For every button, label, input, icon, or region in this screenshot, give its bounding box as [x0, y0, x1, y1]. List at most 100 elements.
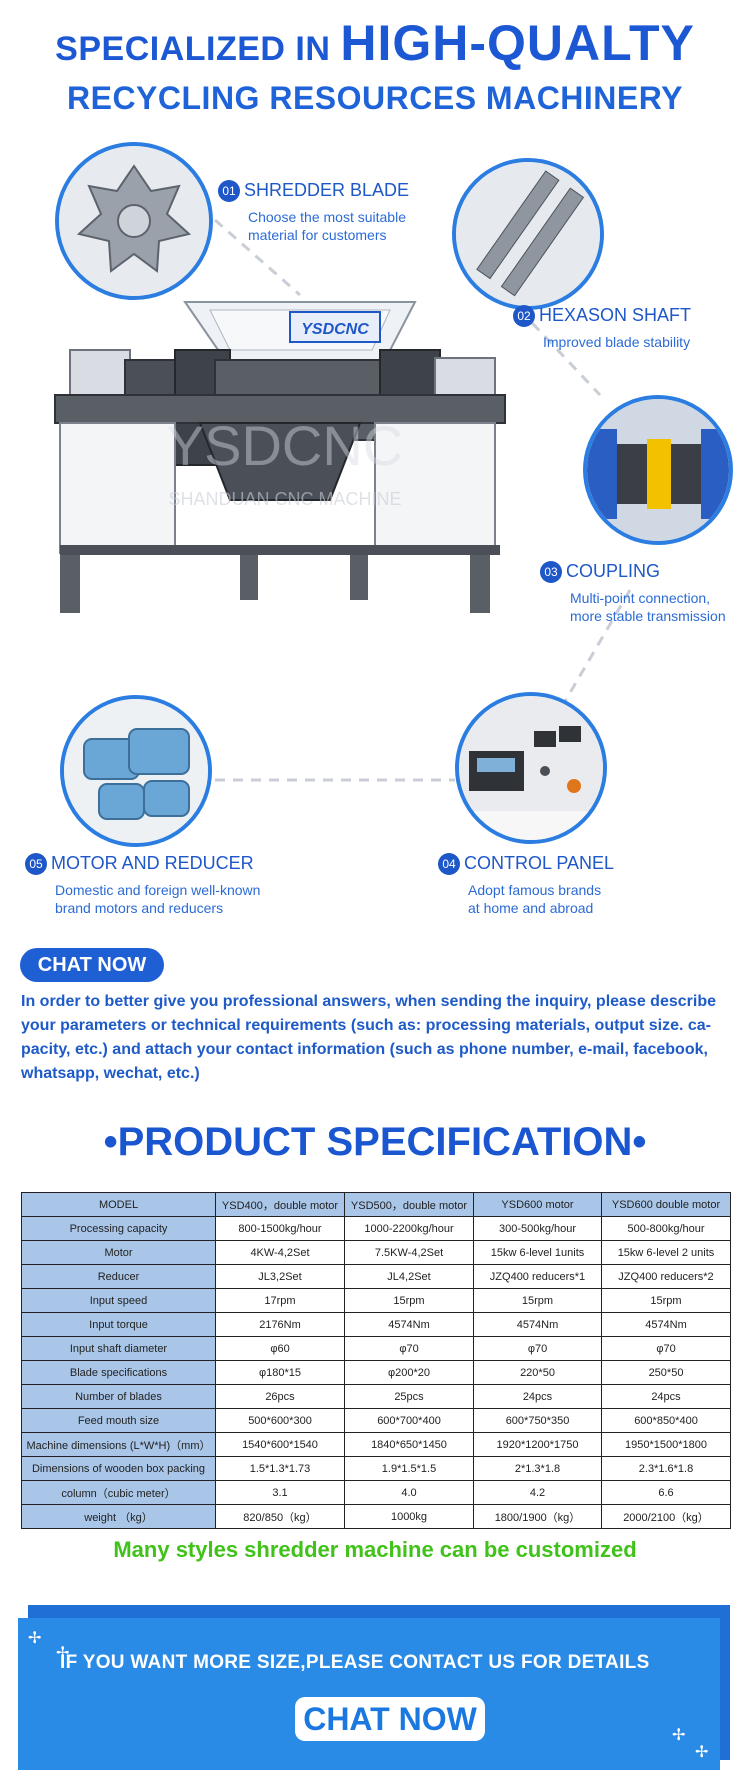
- connector-lines: [214, 218, 632, 782]
- feature-desc-line: Choose the most suitable: [248, 209, 406, 226]
- feature-title: SHREDDER BLADE: [244, 180, 410, 200]
- table-row-label: Reducer: [21, 1264, 216, 1289]
- table-cell: φ180*15: [215, 1360, 345, 1385]
- sparkle-icon: ✢: [28, 1630, 42, 1647]
- feature-desc-line: brand motors and reducers: [55, 900, 224, 917]
- table-cell: 15rpm: [344, 1288, 474, 1313]
- table-cell: 1840*650*1450: [344, 1432, 474, 1457]
- table-cell: 600*850*400: [601, 1408, 731, 1433]
- table-cell: 1.9*1.5*1.5: [344, 1456, 474, 1481]
- table-cell: φ70: [601, 1336, 731, 1361]
- table-cell: φ200*20: [344, 1360, 474, 1385]
- watermark-logo: YSDCNC: [167, 414, 403, 477]
- headline-emphasis: HIGH-QUALTY: [340, 15, 695, 71]
- table-cell: JL4,2Set: [344, 1264, 474, 1289]
- table-row-label: Input speed: [21, 1288, 216, 1313]
- table-cell: 25pcs: [344, 1384, 474, 1409]
- table-cell: 2.3*1.6*1.8: [601, 1456, 731, 1481]
- table-row-label: Feed mouth size: [21, 1408, 216, 1433]
- table-cell: 2000/2100（kg）: [601, 1504, 731, 1529]
- chat-now-button-banner[interactable]: CHAT NOW: [295, 1697, 485, 1741]
- table-row-label: Processing capacity: [21, 1216, 216, 1241]
- table-row-label: Machine dimensions (L*W*H)（mm）: [21, 1432, 216, 1457]
- feature-desc-line: at home and abroad: [468, 900, 594, 917]
- feature-desc-line: Adopt famous brands: [468, 882, 602, 899]
- feature-number: 02: [513, 305, 535, 328]
- custom-note: Many styles shredder machine can be cust…: [113, 1537, 637, 1562]
- table-header-cell: YSD600 motor: [473, 1192, 602, 1217]
- table-cell: JZQ400 reducers*2: [601, 1264, 731, 1289]
- table-header-cell: MODEL: [21, 1192, 216, 1217]
- feature-title: MOTOR AND REDUCER: [51, 853, 254, 873]
- table-cell: 4.2: [473, 1480, 602, 1505]
- feature-desc: Improved blade stability: [543, 333, 691, 351]
- table-cell: 7.5KW-4,2Set: [344, 1240, 474, 1265]
- table-cell: 24pcs: [473, 1384, 602, 1409]
- table-cell: 4574Nm: [601, 1312, 731, 1337]
- table-cell: 600*700*400: [344, 1408, 474, 1433]
- table-cell: 1000-2200kg/hour: [344, 1216, 474, 1241]
- table-cell: 15rpm: [601, 1288, 731, 1313]
- table-row: Machine dimensions (L*W*H)（mm）1540*600*1…: [21, 1432, 731, 1457]
- banner-text: IF YOU WANT MORE SIZE,PLEASE CONTACT US …: [60, 1652, 650, 1673]
- shredder-machine-image: YSDCNC YSDCNC SHANDUAN CNC MACHINE: [54, 301, 506, 613]
- table-row-label: Input shaft diameter: [21, 1336, 216, 1361]
- table-header-cell: YSD500，double motor: [344, 1192, 474, 1217]
- shredder-blade-image: [55, 142, 213, 300]
- table-cell: 600*750*350: [473, 1408, 602, 1433]
- feature-title: COUPLING: [566, 561, 661, 581]
- table-row-label: weight （kg）: [21, 1504, 216, 1529]
- table-cell: 4574Nm: [473, 1312, 602, 1337]
- coupling-icon: [587, 399, 729, 541]
- blade-icon: [59, 146, 209, 296]
- table-cell: JL3,2Set: [215, 1264, 345, 1289]
- table-row-label: Blade specifications: [21, 1360, 216, 1385]
- sparkle-icon: ✢: [56, 1645, 70, 1662]
- table-cell: 15kw 6-level 1units: [473, 1240, 602, 1265]
- table-cell: 1.5*1.3*1.73: [215, 1456, 345, 1481]
- table-cell: 4KW-4,2Set: [215, 1240, 345, 1265]
- shaft-icon: [456, 162, 600, 306]
- contact-banner: [18, 1618, 720, 1770]
- headline-line2: RECYCLING RESOURCES MACHINERY: [66, 80, 684, 116]
- control-panel-icon: [459, 696, 603, 840]
- chat-now-button[interactable]: CHAT NOW: [20, 948, 164, 982]
- feature-desc: Multi-point connection, more stable tran…: [570, 589, 726, 625]
- table-cell: 3.1: [215, 1480, 345, 1505]
- feature-desc-line: Improved blade stability: [543, 334, 691, 351]
- feature-desc-line: material for customers: [248, 227, 387, 244]
- table-cell: 15rpm: [473, 1288, 602, 1313]
- feature-desc: Adopt famous brands at home and abroad: [468, 881, 614, 917]
- table-cell: φ70: [473, 1336, 602, 1361]
- table-header-cell: YSD400，double motor: [215, 1192, 345, 1217]
- headline-prefix: SPECIALIZED IN: [55, 30, 331, 68]
- watermark-caption: SHANDUAN CNC MACHINE: [168, 489, 401, 509]
- table-cell: 1800/1900（kg）: [473, 1504, 602, 1529]
- table-cell: 1920*1200*1750: [473, 1432, 602, 1457]
- table-row-label: column（cubic meter）: [21, 1480, 216, 1505]
- table-row-label: Number of blades: [21, 1384, 216, 1409]
- table-cell: 220*50: [473, 1360, 602, 1385]
- table-cell: 15kw 6-level 2 units: [601, 1240, 731, 1265]
- table-cell: 26pcs: [215, 1384, 345, 1409]
- table-row-label: Dimensions of wooden box packing: [21, 1456, 216, 1481]
- table-cell: 2*1.3*1.8: [473, 1456, 602, 1481]
- control-panel-image: [455, 692, 607, 844]
- table-row-label: Motor: [21, 1240, 216, 1265]
- table-cell: 24pcs: [601, 1384, 731, 1409]
- feature-number: 04: [438, 853, 460, 876]
- feature-title: HEXASON SHAFT: [539, 305, 692, 325]
- feature-desc-line: Domestic and foreign well-known: [55, 882, 261, 899]
